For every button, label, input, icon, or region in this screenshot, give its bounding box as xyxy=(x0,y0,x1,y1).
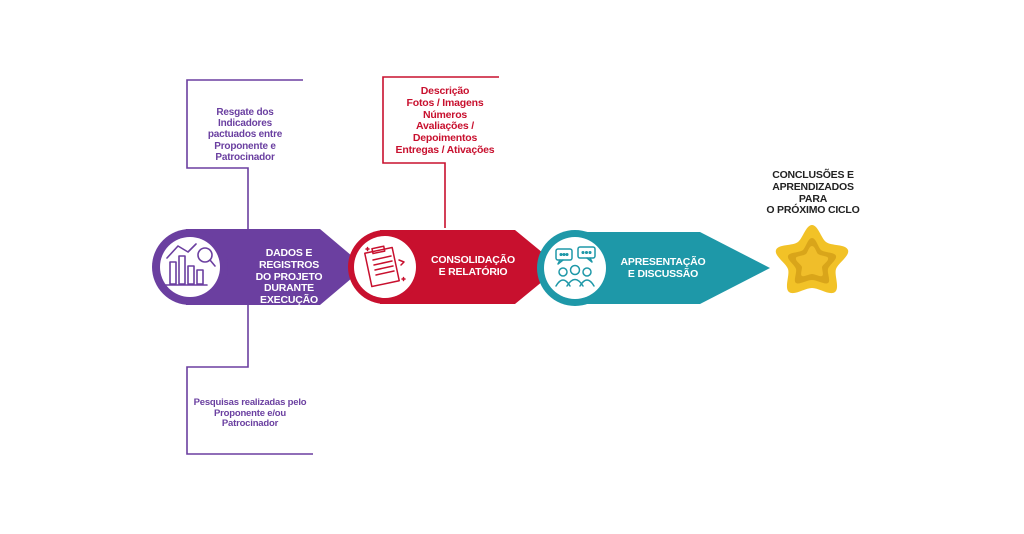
stage-circle-presentation-inner xyxy=(544,237,606,299)
purple-top-bracket xyxy=(186,79,303,232)
people-discussion-icon xyxy=(555,246,596,287)
stage-arrow-presentation xyxy=(568,232,770,304)
note-report-line-5: Entregas / Ativações xyxy=(395,143,495,156)
red-top-bracket xyxy=(382,76,499,228)
stage-circle-consolidation-inner xyxy=(354,236,416,298)
note-report-line-3: Números xyxy=(422,108,468,121)
conclusion-line-3: O PRÓXIMO CICLO xyxy=(766,204,860,217)
clipboard-document-icon xyxy=(364,245,406,288)
note-research-line-1: Pesquisas realizadas pelo xyxy=(193,397,307,408)
conclusion-line-2: APRENDIZADOS PARA xyxy=(772,180,854,205)
note-indicators-line-2: pactuados entre xyxy=(207,129,283,141)
stage-label-presentation: APRESENTAÇÃO E DISCUSSÃO xyxy=(620,256,706,281)
stage-label-data: DADOS E REGISTROS DO PROJETO DURANTE EXE… xyxy=(236,247,342,307)
stage-arrow-data xyxy=(186,229,365,305)
note-indicators: Resgate dos Indicadores pactuados entre … xyxy=(190,107,300,163)
conclusion-label: CONCLUSÕES E APRENDIZADOS PARA O PRÓXIMO… xyxy=(758,169,868,217)
stage-label-data-line-3: DURANTE EXECUÇÃO xyxy=(260,282,318,306)
note-report-line-4: Avaliações / Depoimentos xyxy=(412,120,478,144)
note-report-contents: Descrição Fotos / Imagens Números Avalia… xyxy=(386,85,504,157)
stage-arrow-consolidation xyxy=(380,230,560,304)
bar-chart-magnifier-icon xyxy=(164,243,216,286)
stage-label-data-line-1: DADOS E REGISTROS xyxy=(258,247,320,271)
note-indicators-line-3: Proponente e Patrocinador xyxy=(214,140,276,163)
note-research-line-2: Proponente e/ou Patrocinador xyxy=(214,407,286,430)
stage-circle-data-inner xyxy=(160,237,220,297)
stage-label-consolidation-line-2: E RELATÓRIO xyxy=(438,265,508,278)
star-icon xyxy=(775,225,849,294)
note-research: Pesquisas realizadas pelo Proponente e/o… xyxy=(190,397,310,430)
note-report-line-1: Descrição xyxy=(420,85,470,97)
stage-label-presentation-line-1: APRESENTAÇÃO xyxy=(620,256,706,268)
purple-bottom-bracket xyxy=(186,305,313,455)
stage-label-presentation-line-2: E DISCUSSÃO xyxy=(627,267,699,280)
stage-label-consolidation: CONSOLIDAÇÃO E RELATÓRIO xyxy=(430,254,516,279)
note-report-line-2: Fotos / Imagens xyxy=(406,96,484,109)
note-indicators-line-1: Resgate dos Indicadores xyxy=(216,107,274,130)
stage-label-data-line-2: DO PROJETO xyxy=(255,270,323,283)
conclusion-line-1: CONCLUSÕES E xyxy=(772,169,854,181)
stage-label-consolidation-line-1: CONSOLIDAÇÃO xyxy=(431,254,515,266)
